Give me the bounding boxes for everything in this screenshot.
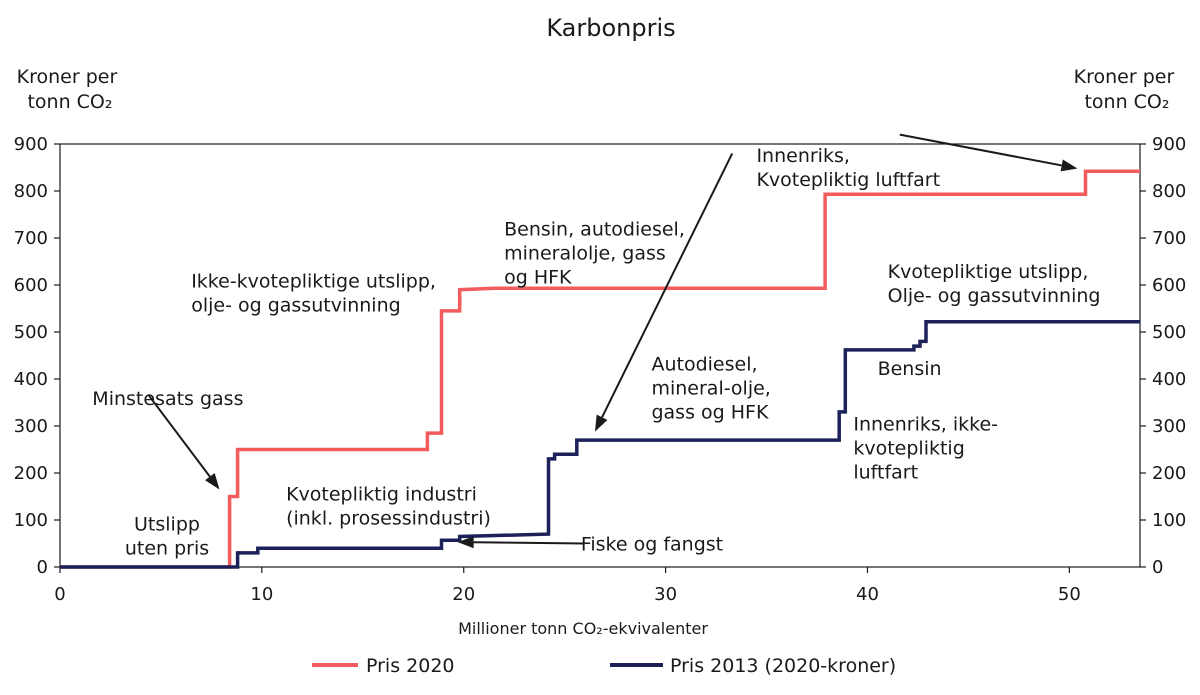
y-tick-label-left: 700 xyxy=(14,228,48,249)
y-tick-label-left: 500 xyxy=(14,322,48,343)
arrow-shaft xyxy=(473,541,585,545)
x-axis-ticks: 0 10 20 30 40 50 xyxy=(54,567,1081,605)
arrow-head-icon xyxy=(457,536,474,549)
annotation-line: mineralolje, gass xyxy=(504,243,666,265)
arrow-head-icon xyxy=(205,473,220,490)
annotation-line: Fiske og fangst xyxy=(581,534,723,556)
legend: Pris 2020 Pris 2013 (2020-kroner) xyxy=(312,655,896,677)
y-tick-label-right: 600 xyxy=(1152,275,1186,296)
y-tick-label-left: 300 xyxy=(14,416,48,437)
annotation-line: Bensin xyxy=(878,358,942,380)
arrow-head-icon xyxy=(594,414,608,432)
annotation-line: Autodiesel, xyxy=(651,354,757,376)
y-tick-label-right: 0 xyxy=(1152,557,1163,578)
annotation-line: Utslipp xyxy=(134,513,200,535)
series-line-pris-2013 xyxy=(60,319,1140,569)
annotation-line: (inkl. prosessindustri) xyxy=(286,507,491,529)
y-axis-label-right-line-2: tonn CO₂ xyxy=(1084,91,1169,113)
y-axis-label-left: Kroner per tonn CO₂ xyxy=(17,66,124,113)
annotation-line: uten pris xyxy=(125,537,209,559)
annotation-line: Kvotepliktige utslipp, xyxy=(888,261,1089,283)
x-tick-label: 30 xyxy=(654,584,677,605)
x-tick-label: 0 xyxy=(54,584,65,605)
annotation-label: Autodiesel,mineral-olje,gass og HFK xyxy=(651,354,770,424)
y-axis-label-right-line-1: Kroner per xyxy=(1074,66,1175,88)
annotation-label: Minstesats gass xyxy=(92,388,243,410)
annotation-line: luftfart xyxy=(853,462,918,484)
annotation-line: Ikke-kvotepliktige utslipp, xyxy=(191,270,436,292)
y-axis-label-left-line-1: Kroner per xyxy=(17,66,118,88)
y-tick-label-right: 500 xyxy=(1152,322,1186,343)
y-tick-label-right: 900 xyxy=(1152,134,1186,155)
y-tick-label-left: 900 xyxy=(14,134,48,155)
annotation-label: Bensin xyxy=(878,358,942,380)
annotation-line: Innenriks, xyxy=(756,145,849,167)
y-tick-label-left: 100 xyxy=(14,510,48,531)
x-tick-label: 20 xyxy=(452,584,475,605)
y-tick-label-right: 700 xyxy=(1152,228,1186,249)
arrow-shaft xyxy=(899,133,1062,167)
x-axis-label: Millioner tonn CO₂-ekvivalenter xyxy=(458,619,708,638)
y-axis-ticks: 0 0 100 100 200 200 300 300 400 400 500 500 600 600 70… xyxy=(14,134,1187,578)
y-tick-label-right: 200 xyxy=(1152,463,1186,484)
x-tick-label: 50 xyxy=(1058,584,1081,605)
y-tick-label-right: 400 xyxy=(1152,369,1186,390)
series-layer xyxy=(60,169,1140,569)
annotation-line: kvotepliktig xyxy=(853,438,964,460)
chart-title: Karbonpris xyxy=(546,14,675,42)
annotation-line: mineral-olje, xyxy=(651,378,770,400)
annotation-line: Kvotepliktig industri xyxy=(286,483,477,505)
annotation-line: Innenriks, ikke- xyxy=(853,414,998,436)
y-tick-label-left: 0 xyxy=(37,557,48,578)
arrow-head-icon xyxy=(1060,159,1078,172)
y-axis-label-right: Kroner per tonn CO₂ xyxy=(1074,66,1181,113)
annotation-line: Minstesats gass xyxy=(92,388,243,410)
annotation-line: Kvotepliktig luftfart xyxy=(756,169,940,191)
annotation-label: Fiske og fangst xyxy=(581,534,723,556)
y-tick-label-left: 600 xyxy=(14,275,48,296)
annotation-label: Kvotepliktige utslipp,Olje- og gassutvin… xyxy=(888,261,1101,307)
annotation-line: og HFK xyxy=(504,267,572,289)
y-tick-label-left: 200 xyxy=(14,463,48,484)
y-tick-label-left: 800 xyxy=(14,181,48,202)
annotation-line: Olje- og gassutvinning xyxy=(888,285,1101,307)
annotation-label: Kvotepliktig industri(inkl. prosessindus… xyxy=(286,483,491,529)
annotation-line: Bensin, autodiesel, xyxy=(504,219,685,241)
annotation-label: Ikke-kvotepliktige utslipp,olje- og gass… xyxy=(191,270,436,316)
arrow-layer xyxy=(148,133,1078,549)
plot-frame xyxy=(59,143,1141,568)
x-tick-label: 40 xyxy=(856,584,879,605)
annotation-line: olje- og gassutvinning xyxy=(191,294,400,316)
y-tick-label-right: 300 xyxy=(1152,416,1186,437)
series-line-pris-2020 xyxy=(60,169,1140,569)
arrow-shaft xyxy=(601,152,734,418)
legend-label-pris-2013: Pris 2013 (2020-kroner) xyxy=(670,655,896,677)
legend-label-pris-2020: Pris 2020 xyxy=(366,655,455,677)
annotation-label: Innenriks,Kvotepliktig luftfart xyxy=(756,145,940,191)
y-tick-label-right: 100 xyxy=(1152,510,1186,531)
y-axis-label-left-line-2: tonn CO₂ xyxy=(27,91,112,113)
arrow-shaft xyxy=(148,394,211,478)
y-tick-label-left: 400 xyxy=(14,369,48,390)
x-tick-label: 10 xyxy=(250,584,273,605)
y-tick-label-right: 800 xyxy=(1152,181,1186,202)
annotation-line: gass og HFK xyxy=(651,402,768,424)
